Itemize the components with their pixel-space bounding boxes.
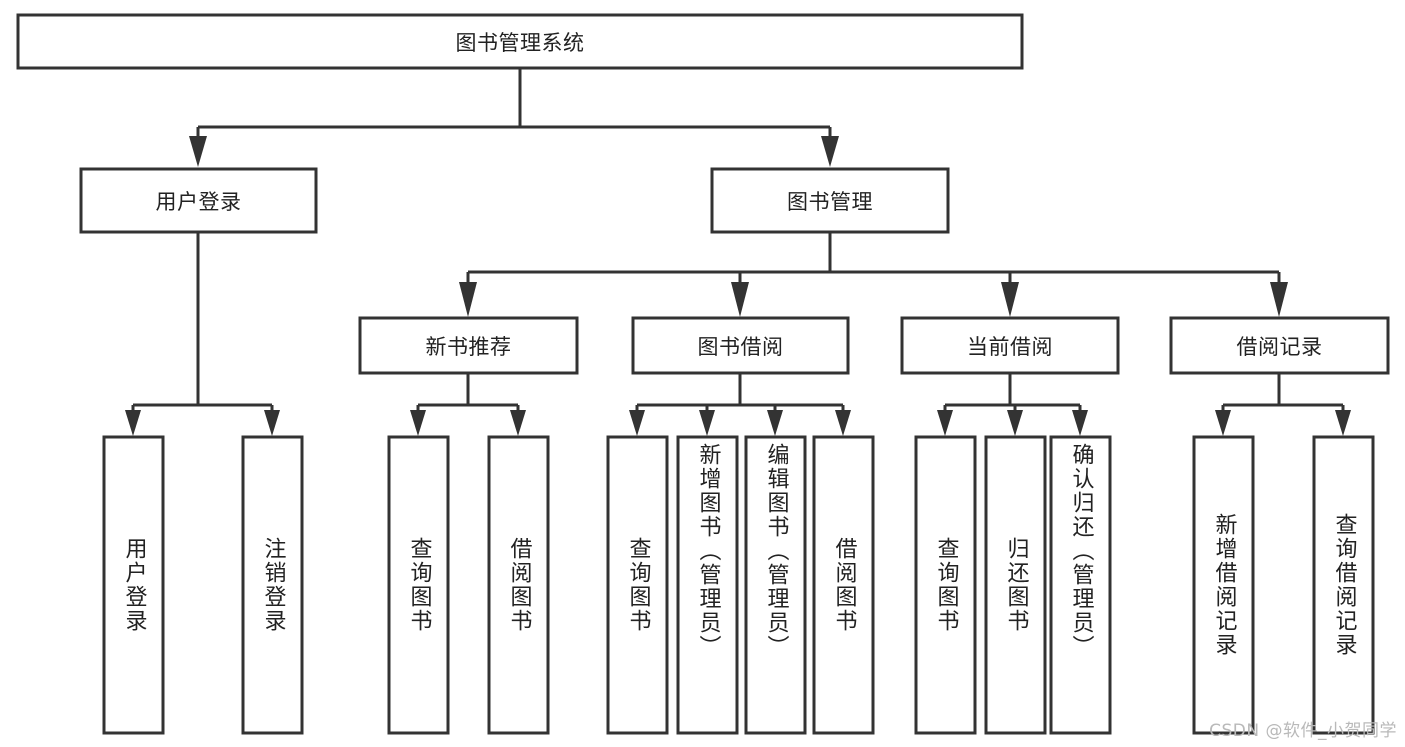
arrow-head-newbook	[459, 282, 477, 317]
node-box-leaf-query-book-1[interactable]	[387, 435, 450, 735]
node-box-leaf-edit-book[interactable]	[744, 435, 807, 735]
node-box-leaf-query-book-2[interactable]	[606, 435, 669, 735]
node-box-leaf-add-book[interactable]	[676, 435, 739, 735]
arrow-head-leaf-query-book-3	[937, 410, 953, 436]
arrow-head-leaf-confirm-return	[1072, 410, 1088, 436]
node-box-borrow-record[interactable]	[1169, 316, 1390, 375]
node-box-user-login[interactable]	[79, 167, 318, 234]
node-box-leaf-return-book[interactable]	[984, 435, 1047, 735]
arrow-head-borrowrecord	[1270, 282, 1288, 317]
node-box-book-manage[interactable]	[710, 167, 950, 234]
arrow-head-leaf-query-book-1	[410, 410, 426, 436]
node-box-leaf-query-record[interactable]	[1312, 435, 1375, 735]
node-box-new-book-recommend[interactable]	[358, 316, 579, 375]
arrow-head-currentborrow	[1001, 282, 1019, 317]
connector-root-to-level1	[189, 69, 839, 167]
arrow-head-leaf-query-book-2	[629, 410, 645, 436]
arrow-head-leaf-user-login	[125, 410, 141, 436]
connector-bookborrow-to-leaves	[629, 374, 851, 436]
node-box-leaf-confirm-return[interactable]	[1049, 435, 1112, 735]
node-box-leaf-user-logout[interactable]	[241, 435, 304, 735]
node-box-book-borrow[interactable]	[631, 316, 850, 375]
node-box-current-borrow[interactable]	[900, 316, 1120, 375]
arrow-head-leaf-return-book	[1007, 410, 1023, 436]
node-box-leaf-borrow-book-1[interactable]	[487, 435, 550, 735]
arrow-head-leaf-borrow-book-1	[510, 410, 526, 436]
node-box-leaf-query-book-3[interactable]	[914, 435, 977, 735]
arrow-head-leaf-edit-book	[767, 410, 783, 436]
arrow-head-leaf-query-record	[1335, 410, 1351, 436]
connector-borrowrecord-to-leaves	[1215, 374, 1351, 436]
connector-newbook-to-leaves	[410, 374, 526, 436]
arrow-head-leaf-borrow-book-2	[835, 410, 851, 436]
arrow-head-leaf-add-book	[699, 410, 715, 436]
arrow-head-leaf-add-record	[1215, 410, 1231, 436]
arrow-head-user-login	[189, 136, 207, 167]
arrow-head-leaf-user-logout	[264, 410, 280, 436]
node-box-leaf-add-record[interactable]	[1192, 435, 1255, 735]
connector-currentborrow-to-leaves	[937, 374, 1088, 436]
connector-bookmanage-to-level2	[459, 233, 1288, 317]
arrow-head-book-manage	[821, 136, 839, 167]
node-box-root[interactable]	[16, 13, 1024, 70]
connector-userlogin-to-leaves	[125, 233, 280, 436]
node-box-leaf-user-login[interactable]	[102, 435, 165, 735]
arrow-head-bookborrow	[731, 282, 749, 317]
node-box-leaf-borrow-book-2[interactable]	[812, 435, 875, 735]
